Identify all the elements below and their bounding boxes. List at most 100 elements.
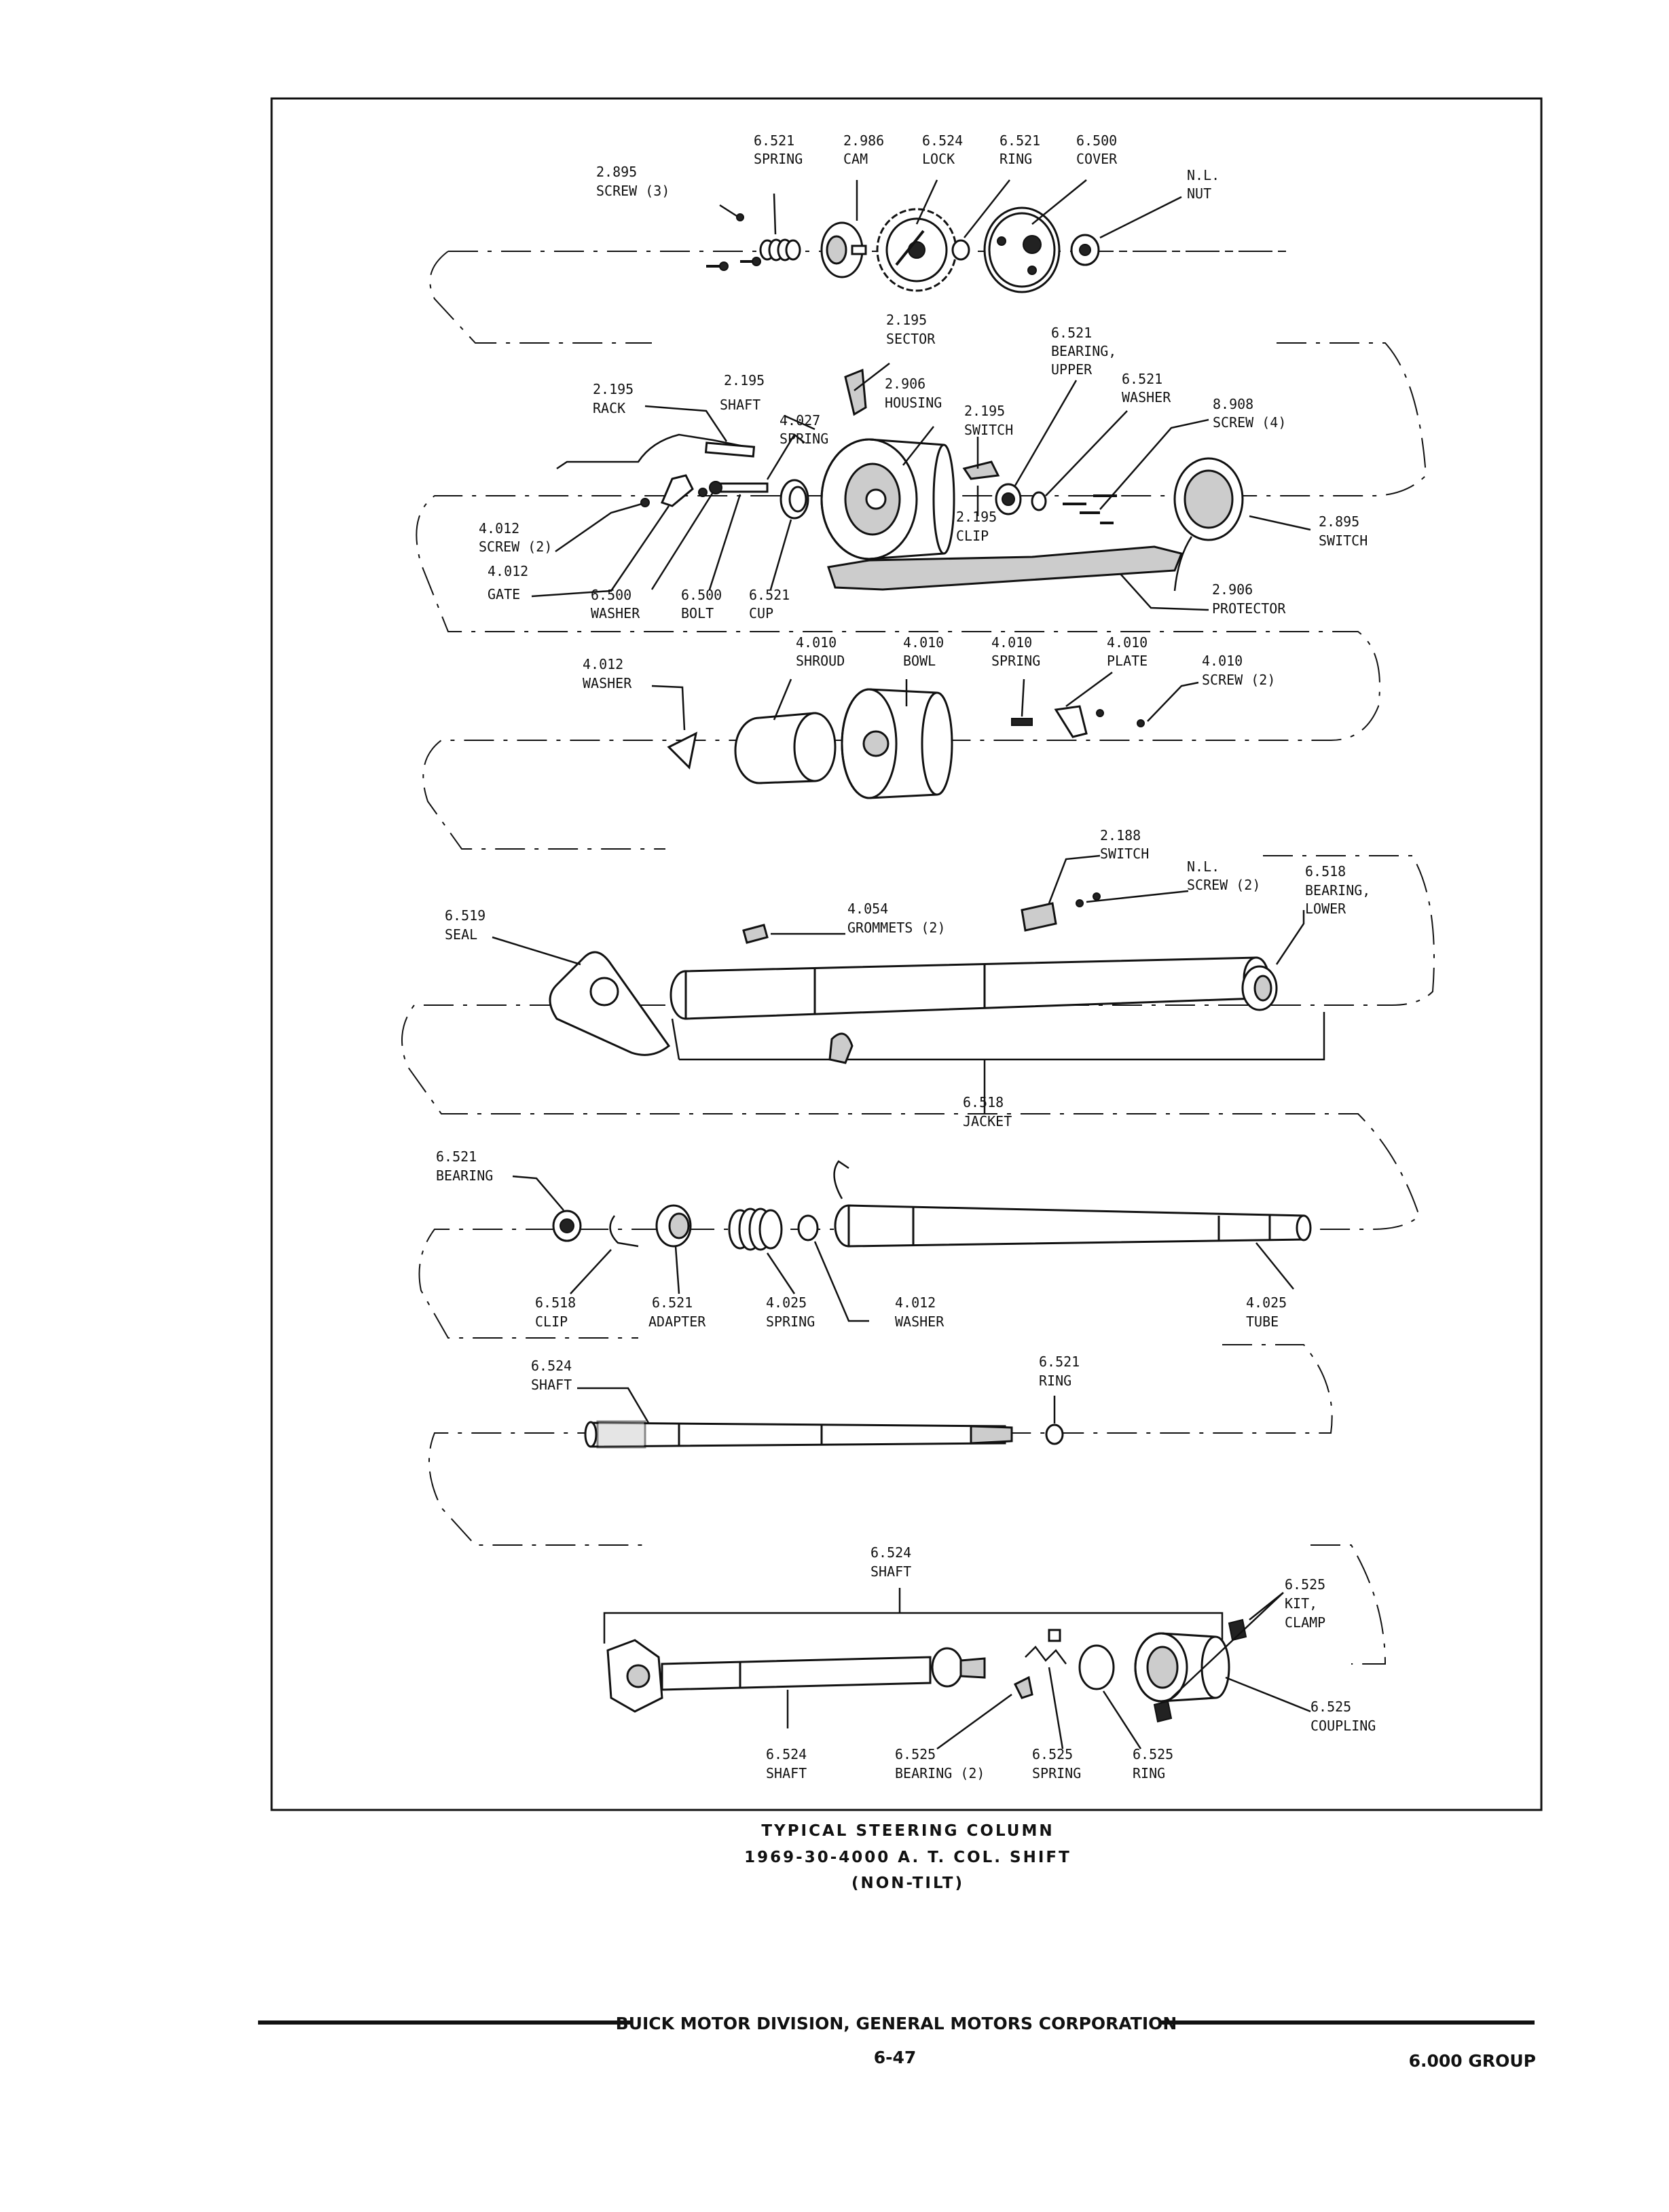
jacket-icon	[670, 956, 1325, 1061]
spring-icon	[1011, 718, 1033, 726]
callout-code: 2.195	[956, 509, 997, 525]
ring-icon	[1078, 1644, 1115, 1690]
row7-coupling-parts	[603, 1612, 1247, 1723]
callout-code: 2.195	[964, 403, 1005, 419]
callout-labels: 6.521 SPRING 2.986 CAM 6.524 LOCK 6.521 …	[436, 132, 1376, 1781]
callout-name: CLIP	[535, 1313, 568, 1330]
flange-icon	[606, 1639, 663, 1713]
callout-code: 4.054	[847, 901, 888, 917]
row6-shaft-parts	[584, 1420, 1064, 1449]
callout-code: 6.518	[1305, 863, 1346, 880]
callout-name: GROMMETS (2)	[847, 920, 946, 936]
callout-name: WASHER	[583, 675, 632, 691]
row3-bowl-parts	[667, 688, 1145, 799]
callout-code: 6.525	[1032, 1746, 1073, 1762]
callout-name: WASHER	[591, 605, 640, 621]
callout-name: PROTECTOR	[1212, 600, 1286, 617]
clamp-kit-icon	[1153, 1618, 1247, 1723]
callout-code: N.L.	[1187, 858, 1219, 875]
cup-icon	[780, 479, 809, 520]
callout-code: 6.521	[754, 132, 794, 149]
callout-code: 2.195	[886, 312, 927, 328]
tube-icon	[833, 1160, 1312, 1248]
row1-lock-parts	[706, 206, 1100, 293]
callout-name: SWITCH	[964, 422, 1013, 438]
retaining-ring-icon	[951, 239, 970, 261]
cam-icon	[820, 221, 867, 278]
small-switch-icon	[962, 460, 1000, 480]
shaft-icon	[661, 1647, 986, 1691]
callout-code: 2.188	[1100, 827, 1141, 844]
cover-icon	[983, 206, 1061, 293]
callout-code: 6.525	[1285, 1576, 1325, 1593]
callout-name: SHAFT	[870, 1563, 911, 1580]
caption-line1: TYPICAL STEERING COLUMN	[761, 1822, 1054, 1840]
callout-name: KIT,	[1285, 1595, 1317, 1612]
callout-code: 4.010	[903, 634, 944, 651]
callout-name: RING	[1039, 1373, 1071, 1389]
coupling-bearing-icon	[1013, 1675, 1033, 1699]
callout-name: SCREW (3)	[596, 183, 670, 199]
callout-name: LOCK	[922, 151, 955, 167]
coupling-icon	[1134, 1632, 1230, 1703]
callout-name: RING	[1133, 1765, 1165, 1781]
callout-name: ADAPTER	[648, 1313, 706, 1330]
callout-code: 6.518	[535, 1294, 576, 1311]
page-footer: BUICK MOTOR DIVISION, GENERAL MOTORS COR…	[258, 2014, 1536, 2071]
callout-code: 2.195	[724, 372, 765, 388]
callout-name: SCREW (2)	[1202, 672, 1275, 688]
callout-code: 2.895	[1319, 513, 1359, 530]
caption-line2: 1969-30-4000 A. T. COL. SHIFT	[744, 1849, 1071, 1866]
callout-name: COVER	[1076, 151, 1118, 167]
callout-code: 8.908	[1213, 396, 1253, 412]
callout-name: SHAFT	[766, 1765, 807, 1781]
callout-code: 6.521	[749, 587, 790, 603]
sector-icon	[844, 368, 867, 416]
callout-name: BEARING,	[1051, 343, 1116, 359]
callout-code: 6.524	[870, 1544, 911, 1561]
callout-name: CLIP	[956, 528, 989, 544]
grommet-icon	[828, 1032, 854, 1064]
lower-bearing-icon	[1241, 965, 1278, 1011]
upper-bearing-icon	[995, 483, 1022, 515]
callout-code: 4.027	[780, 412, 820, 429]
callout-name: SPRING	[1032, 1765, 1081, 1781]
callout-code: 4.012	[583, 656, 623, 672]
row2-housing-parts	[556, 368, 1244, 592]
callout-name: GATE	[488, 586, 520, 602]
callout-code: N.L.	[1187, 167, 1219, 183]
callout-name: SCREW (2)	[1187, 877, 1260, 893]
washer-icon	[797, 1214, 819, 1241]
bolt-icon	[709, 481, 769, 494]
callout-code: 4.012	[488, 563, 528, 579]
lock-plate-icon	[876, 208, 957, 292]
housing-icon	[820, 438, 955, 560]
callout-name2: LOWER	[1305, 901, 1346, 917]
callout-name: SCREW (2)	[479, 539, 552, 555]
callout-code: 4.010	[991, 634, 1032, 651]
rack-icon	[556, 433, 754, 470]
callout-name: SHAFT	[720, 397, 760, 413]
spring-icon	[728, 1208, 783, 1251]
callout-code: 6.519	[445, 907, 485, 924]
callout-code: 6.524	[531, 1358, 572, 1374]
callout-name: RACK	[593, 400, 625, 416]
callout-name: BEARING,	[1305, 882, 1370, 899]
callout-name: SHROUD	[796, 653, 845, 669]
callout-name: SPRING	[754, 151, 803, 167]
callout-code: 4.010	[796, 634, 837, 651]
callout-name: SPRING	[766, 1313, 815, 1330]
callout-name: SCREW (4)	[1213, 414, 1286, 431]
figure-caption: TYPICAL STEERING COLUMN 1969-30-4000 A. …	[744, 1822, 1071, 1892]
bowl-icon	[841, 688, 953, 799]
callout-name: NUT	[1187, 185, 1211, 202]
caption-line3: (NON-TILT)	[851, 1874, 964, 1892]
callout-name: BOLT	[681, 605, 714, 621]
callout-name: CAM	[843, 151, 868, 167]
callout-code: 4.010	[1107, 634, 1148, 651]
grommet-icon	[742, 924, 769, 944]
figure-frame	[270, 97, 1543, 1811]
adapter-icon	[655, 1204, 692, 1248]
callout-name: RING	[999, 151, 1032, 167]
callout-name: SEAL	[445, 926, 477, 943]
